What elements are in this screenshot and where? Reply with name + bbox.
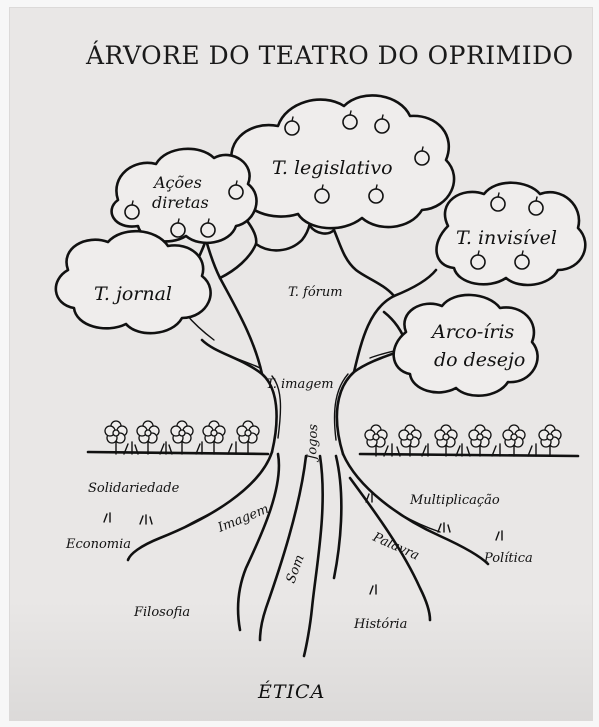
tree-diagram: ÁRVORE DO TEATRO DO OPRIMIDO bbox=[54, 41, 587, 703]
flowers-left bbox=[104, 420, 260, 455]
tree-roots bbox=[126, 450, 490, 658]
label-t-jornal: T. jornal bbox=[94, 283, 172, 305]
tree-trunk bbox=[176, 206, 438, 456]
label-multiplicacao: Multiplicação bbox=[409, 493, 500, 508]
label-arco-iris: Arco-íris bbox=[430, 321, 515, 343]
label-do-desejo: do desejo bbox=[434, 349, 525, 371]
label-root-palavra: Palavra bbox=[369, 530, 421, 564]
book-page: ÁRVORE DO TEATRO DO OPRIMIDO bbox=[10, 8, 592, 720]
label-acoes: Ações bbox=[152, 173, 202, 192]
diagram-title: ÁRVORE DO TEATRO DO OPRIMIDO bbox=[85, 41, 574, 70]
ground-line-left bbox=[86, 450, 270, 456]
label-jogos: Jogos bbox=[305, 423, 321, 463]
cloud-jornal bbox=[54, 229, 212, 335]
label-t-imagem: T. imagem bbox=[266, 377, 334, 392]
label-politica: Política bbox=[483, 551, 533, 566]
label-t-forum: T. fórum bbox=[288, 285, 343, 300]
label-diretas: diretas bbox=[152, 193, 209, 212]
label-solidariedade: Solidariedade bbox=[88, 481, 180, 496]
label-root-som: Som bbox=[284, 553, 308, 585]
label-historia: História bbox=[353, 617, 407, 632]
cloud-arco-iris bbox=[392, 293, 539, 398]
label-economia: Economia bbox=[65, 537, 131, 552]
grass-tufts bbox=[103, 441, 537, 595]
label-t-legislativo: T. legislativo bbox=[272, 157, 393, 179]
label-t-invisivel: T. invisível bbox=[456, 227, 557, 249]
flowers-right bbox=[364, 424, 562, 457]
label-filosofia: Filosofia bbox=[133, 605, 190, 620]
fruits bbox=[124, 110, 544, 270]
label-etica: ÉTICA bbox=[257, 680, 325, 703]
